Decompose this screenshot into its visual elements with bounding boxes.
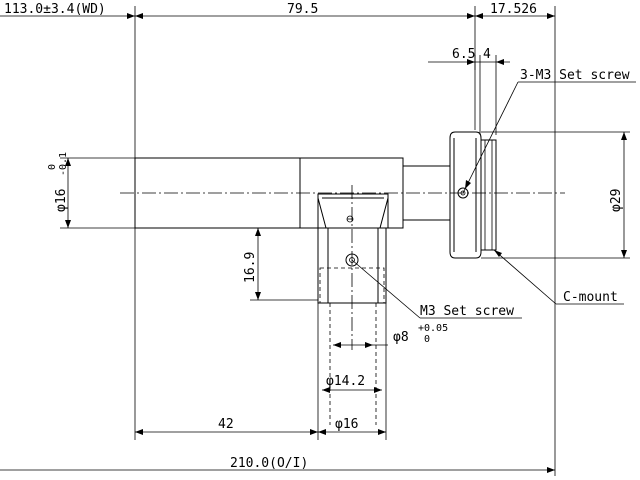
label-working-distance: 113.0±3.4(WD) <box>4 2 106 17</box>
arrowhead <box>494 250 502 257</box>
label-16-9-group: 16.9 <box>243 252 258 283</box>
arrowhead <box>467 13 475 19</box>
label-79-5: 79.5 <box>287 2 318 17</box>
label-17-526: 17.526 <box>490 2 537 17</box>
arrowhead <box>547 467 555 473</box>
leader-m3-set-screw <box>351 259 421 319</box>
mount-flange <box>449 131 482 259</box>
label-phi16-tol-lower: -0.1 <box>58 152 69 176</box>
arrowhead <box>465 180 471 189</box>
arrowhead <box>475 13 483 19</box>
label-phi14-2: φ14.2 <box>326 374 365 389</box>
label-c-mount: C-mount <box>563 290 618 305</box>
label-phi8: φ8 <box>393 330 409 345</box>
label-phi29: φ29 <box>609 189 624 212</box>
arrowhead <box>467 59 475 65</box>
arrowhead <box>318 429 326 435</box>
label-4: 4 <box>483 47 491 62</box>
label-42: 42 <box>218 417 234 432</box>
arrowhead <box>127 13 135 19</box>
arrowhead <box>621 250 627 258</box>
arrowhead <box>547 13 555 19</box>
leader-c-mount <box>493 249 557 305</box>
illumination-port-chamfer <box>317 197 389 229</box>
illumination-port-head <box>317 193 389 229</box>
label-phi16-bottom: φ16 <box>335 417 358 432</box>
label-phi16: φ16 <box>54 189 69 212</box>
label-16-9: 16.9 <box>243 252 258 283</box>
label-phi8-tol-lower: 0 <box>424 334 430 345</box>
arrowhead <box>496 59 504 65</box>
arrowhead <box>378 429 386 435</box>
arrowhead <box>135 13 143 19</box>
arrowhead <box>621 132 627 140</box>
label-phi16-with-tolerance: φ16 0 -0.1 <box>47 152 69 212</box>
arrowhead <box>333 342 341 348</box>
label-3-m3-set-screw: 3-M3 Set screw <box>520 68 630 83</box>
arrowhead <box>65 158 71 166</box>
leader-3-m3-set-screw <box>462 81 519 194</box>
arrowhead <box>322 387 330 393</box>
label-phi16-tol-upper: 0 <box>47 164 58 170</box>
label-phi29-group: φ29 <box>609 189 624 212</box>
arrowhead <box>374 387 382 393</box>
label-210-oi: 210.0(O/I) <box>230 456 308 471</box>
label-6-5: 6.5 <box>452 47 475 62</box>
arrowhead <box>365 342 373 348</box>
arrowhead <box>255 228 261 236</box>
arrowhead <box>135 429 143 435</box>
arrowhead <box>310 429 318 435</box>
arrowhead <box>255 292 261 300</box>
label-m3-set-screw: M3 Set screw <box>420 304 514 319</box>
c-mount-thread <box>480 139 497 251</box>
label-phi8-tol-upper: +0.05 <box>418 323 448 334</box>
arrowhead <box>65 220 71 228</box>
